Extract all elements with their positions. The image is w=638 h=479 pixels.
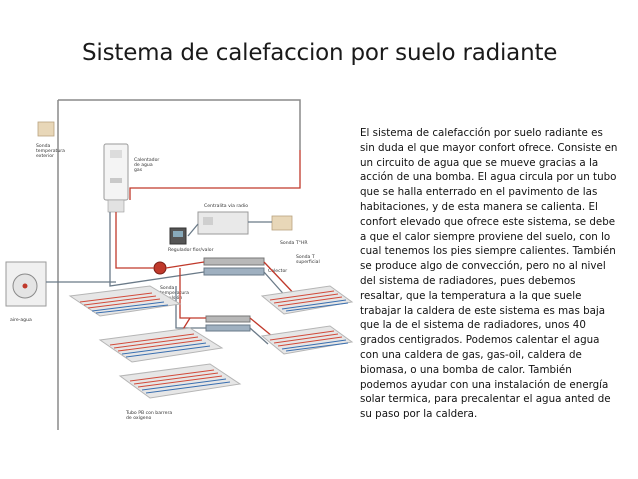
regulador-label: Regulador fior/valor bbox=[168, 247, 214, 253]
sonda-thr-label: Sonda T°HR bbox=[280, 240, 308, 246]
floor-slab-bottom bbox=[118, 363, 242, 399]
floor-slab-lower-left bbox=[98, 327, 224, 363]
calentador-label: Calentador de agua gas bbox=[134, 157, 161, 173]
body-paragraph: El sistema de calefacción por suelo radi… bbox=[360, 127, 618, 421]
tubo-pb-label: Tubo PB con barrera de oxígeno bbox=[125, 410, 174, 421]
regulator-icon bbox=[169, 227, 187, 245]
aire-agua-label: aire-agua bbox=[10, 317, 32, 323]
house-outline bbox=[58, 99, 301, 150]
sonda-impulsion-label: Sonda temperatura impulsión bbox=[160, 285, 190, 301]
water-heater-icon bbox=[103, 143, 129, 213]
floor-slab-upper-right bbox=[260, 285, 354, 315]
manifold-upper-icon bbox=[203, 257, 265, 276]
centralita-label: Centralita vía radio bbox=[204, 202, 248, 209]
floor-slab-lower-right bbox=[260, 325, 354, 355]
pump-icon bbox=[153, 261, 167, 275]
slide-title: Sistema de calefaccion por suelo radiant… bbox=[82, 40, 558, 66]
sonda-exterior-label: Sonda temperatura exterior bbox=[36, 143, 66, 159]
heat-pump-icon bbox=[5, 261, 47, 307]
manifold-lower-icon bbox=[205, 315, 251, 332]
pipe-network bbox=[46, 150, 301, 357]
floor-slab-upper-left bbox=[68, 285, 182, 317]
outdoor-sensor-icon bbox=[37, 121, 55, 137]
colector-label: Colector bbox=[268, 268, 287, 274]
central-controller-icon bbox=[197, 211, 249, 235]
sonda-superficial-label: Sonda T superficial bbox=[296, 254, 320, 265]
room-thermostat-icon bbox=[271, 215, 293, 231]
